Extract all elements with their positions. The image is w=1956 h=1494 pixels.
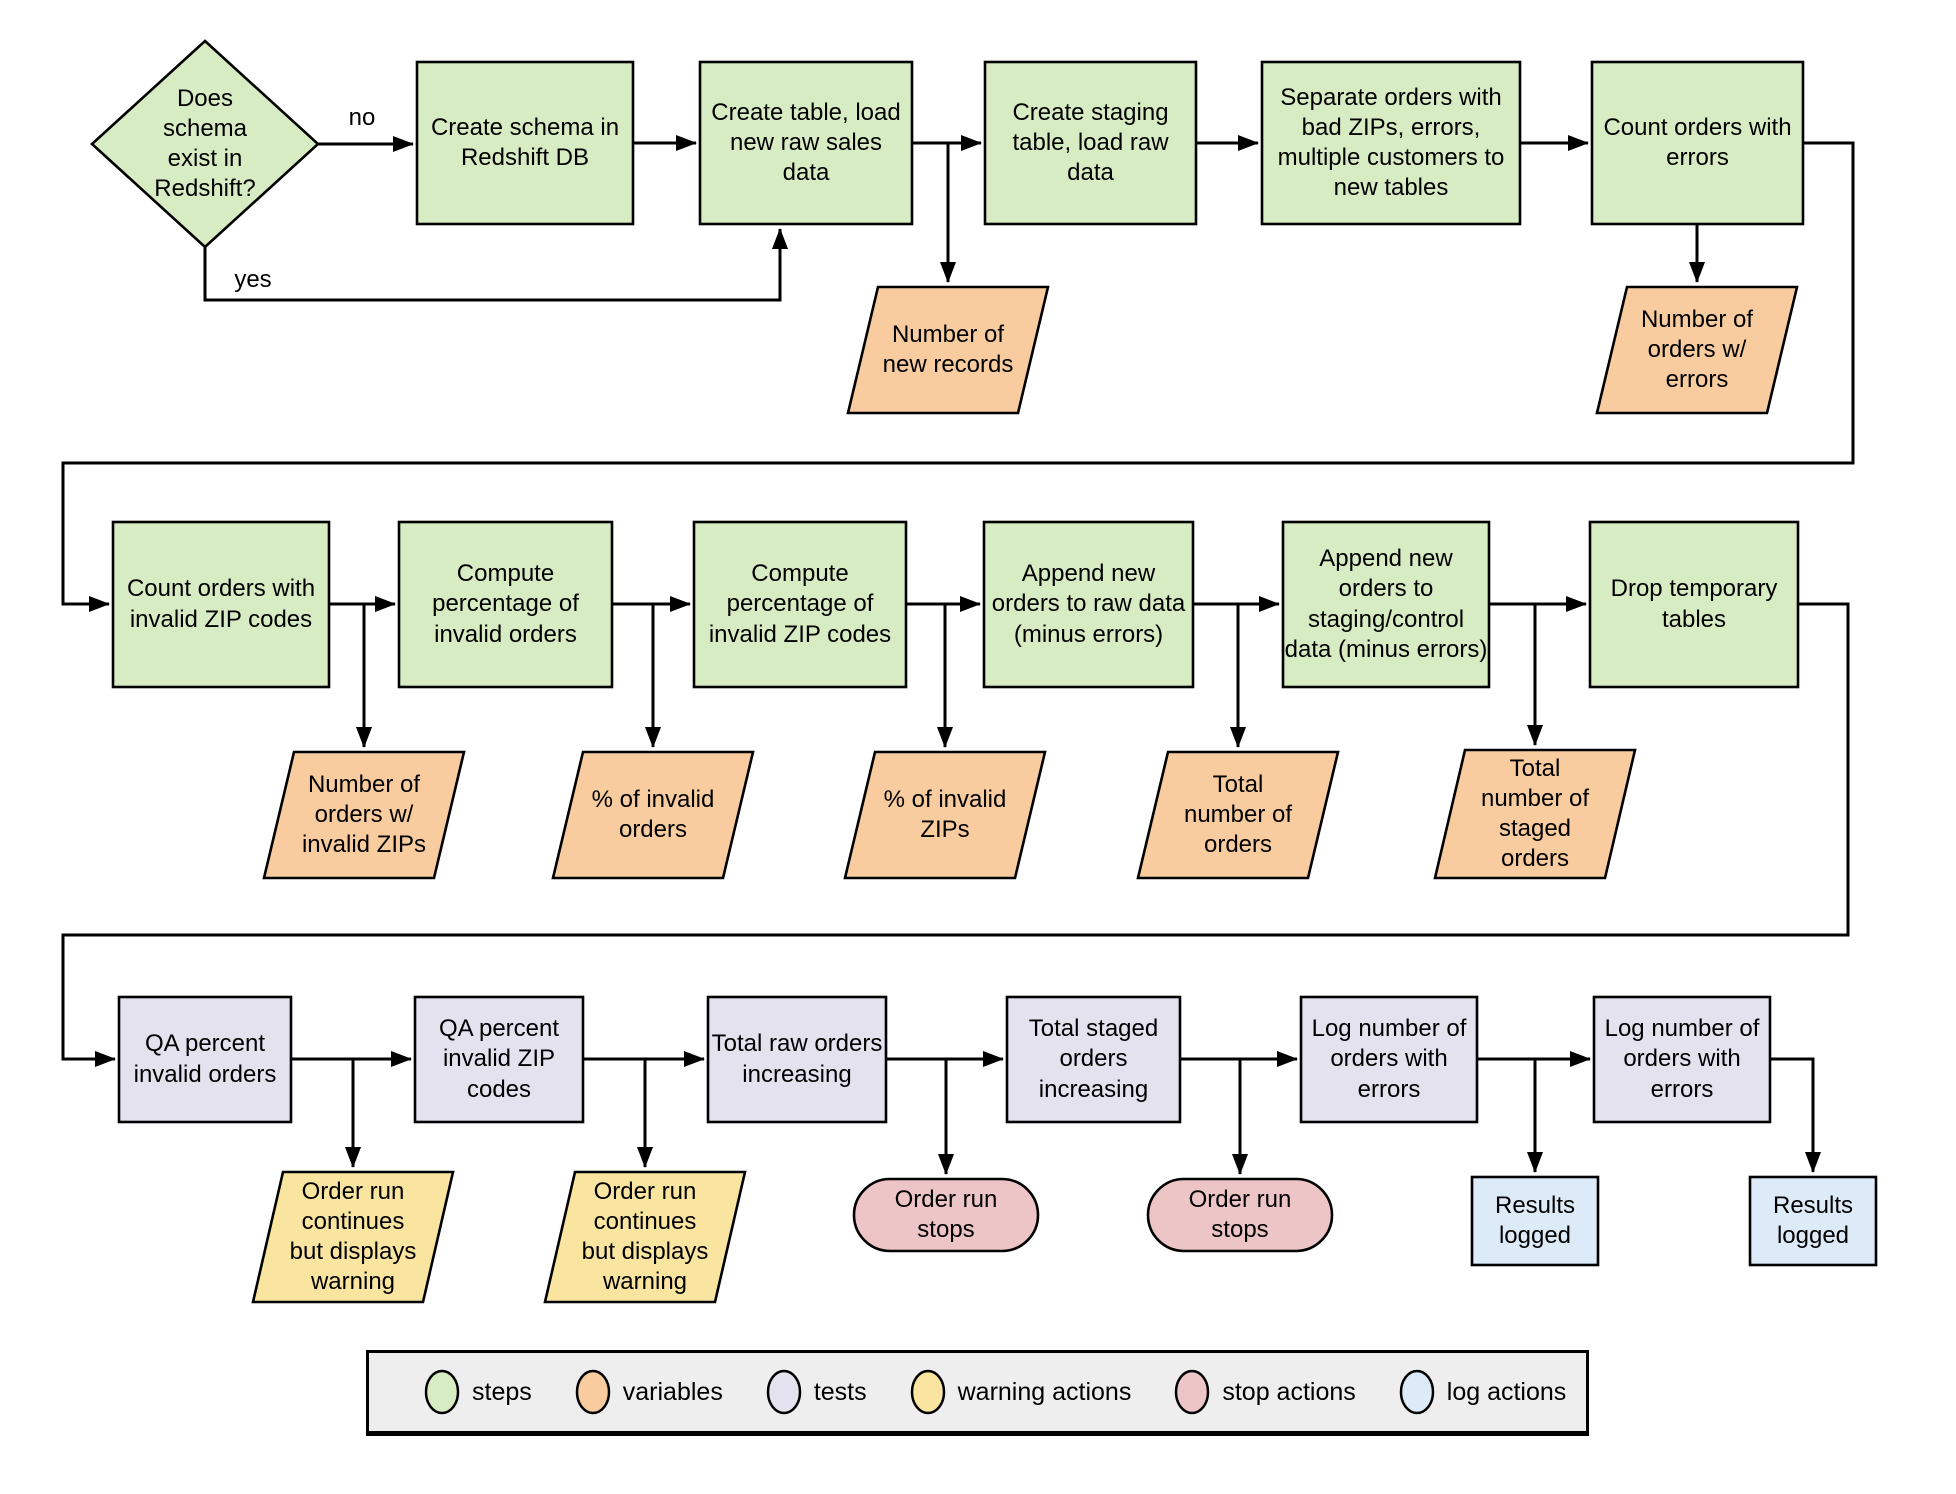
- warning-actions-swatch-icon: [910, 1369, 945, 1415]
- node-pct-invalid-orders-var: [551, 750, 755, 880]
- node-drop-temp-tables: [1588, 520, 1800, 689]
- tests-swatch-icon: [766, 1369, 802, 1415]
- legend-label-tests: tests: [813, 1377, 867, 1406]
- nodes: [90, 39, 1878, 1304]
- node-num-orders-invalid-zips: [262, 750, 466, 880]
- variables-swatch-icon: [575, 1369, 611, 1415]
- edge-label-yes: yes: [234, 266, 272, 293]
- node-raw-orders-increasing: [706, 995, 888, 1124]
- steps-swatch-icon: [424, 1369, 460, 1415]
- node-num-orders-errors: [1595, 285, 1799, 415]
- edge-wrap-row1-row2: [61, 141, 1855, 612]
- node-total-num-staged: [1433, 748, 1637, 880]
- legend-item-variables: variables: [574, 1368, 723, 1416]
- node-append-raw: [982, 520, 1195, 689]
- legend-item-warning-actions: warning actions: [909, 1368, 1132, 1416]
- node-num-new-records: [846, 285, 1050, 415]
- node-qa-pct-invalid-orders: [117, 995, 293, 1124]
- node-compute-pct-invalid-orders: [397, 520, 614, 689]
- node-count-invalid-zips: [111, 520, 331, 689]
- node-stop-1: [852, 1177, 1040, 1253]
- legend-label-steps: steps: [472, 1377, 532, 1406]
- edge-wrap-row2-row3: [61, 602, 1850, 1067]
- node-count-errors: [1590, 60, 1805, 226]
- node-decision-schema: [90, 39, 320, 249]
- node-create-staging: [983, 60, 1198, 226]
- legend-item-log-actions: log actions: [1398, 1368, 1567, 1416]
- legend-label-warning-actions: warning actions: [957, 1377, 1132, 1406]
- legend-item-tests: tests: [765, 1368, 867, 1416]
- node-results-logged-2: [1748, 1175, 1878, 1267]
- connectors: [61, 135, 1855, 1175]
- edge-log2-results: [1770, 1057, 1821, 1173]
- node-staged-orders-increasing: [1005, 995, 1182, 1124]
- node-log-orders-errors-2: [1592, 995, 1772, 1124]
- legend: steps variables tests warning actions st…: [366, 1350, 1589, 1436]
- node-pct-invalid-zips-var: [843, 750, 1047, 880]
- node-total-num-orders: [1136, 750, 1340, 880]
- node-separate-orders: [1260, 60, 1522, 226]
- node-create-table: [698, 60, 914, 226]
- edge-decision-yes: [203, 228, 788, 302]
- node-log-orders-errors-1: [1299, 995, 1479, 1124]
- node-results-logged-1: [1470, 1175, 1600, 1267]
- node-create-schema: [415, 60, 635, 226]
- log-actions-swatch-icon: [1399, 1369, 1435, 1415]
- node-compute-pct-invalid-zips: [692, 520, 908, 689]
- legend-item-steps: steps: [423, 1368, 532, 1416]
- node-warning-2: [543, 1170, 747, 1304]
- node-stop-2: [1146, 1177, 1334, 1253]
- legend-label-log-actions: log actions: [1446, 1377, 1567, 1406]
- legend-item-stop-actions: stop actions: [1173, 1368, 1356, 1416]
- node-qa-pct-invalid-zips: [413, 995, 585, 1124]
- node-append-staging: [1281, 520, 1491, 689]
- legend-label-stop-actions: stop actions: [1222, 1377, 1356, 1406]
- stop-actions-swatch-icon: [1175, 1369, 1210, 1415]
- node-warning-1: [251, 1170, 455, 1304]
- legend-label-variables: variables: [622, 1377, 723, 1406]
- edge-label-no: no: [348, 104, 376, 131]
